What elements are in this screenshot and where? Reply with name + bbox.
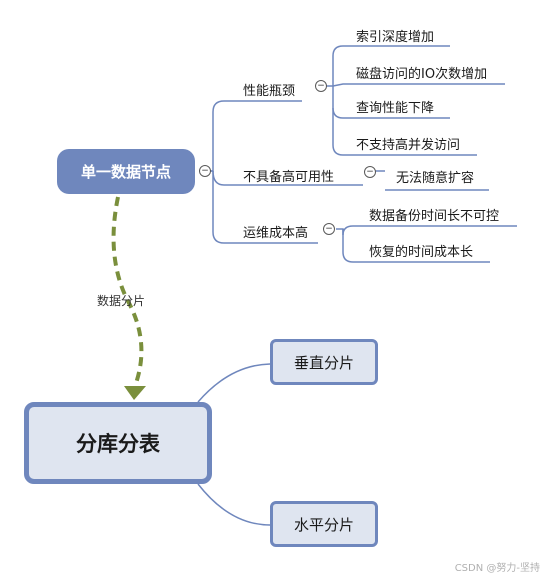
root-label: 单一数据节点 [80, 163, 171, 181]
leaf-disk-io[interactable]: 磁盘访问的IO次数增加 [356, 67, 488, 82]
horizontal-sharding-node[interactable]: 水平分片 [270, 501, 378, 547]
branch-performance[interactable]: 性能瓶颈 [243, 80, 295, 99]
leaf-recovery-cost[interactable]: 恢复的时间成本长 [369, 245, 474, 260]
collapse-root-toggle[interactable]: − [199, 165, 211, 177]
sharding-label: 分库分表 [76, 432, 160, 456]
arrowhead [124, 386, 146, 400]
link-root-to-perf [206, 100, 302, 172]
link-main-to-vertical [197, 363, 271, 403]
collapse-ha-toggle[interactable]: − [364, 166, 376, 178]
watermark: CSDN @努力-坚持 [454, 563, 540, 574]
transition-label: 数据分片 [97, 294, 146, 308]
leaf-query-performance[interactable]: 查询性能下降 [356, 101, 435, 116]
leaf-index-depth[interactable]: 索引深度增加 [356, 30, 435, 45]
root-node[interactable]: 单一数据节点 [57, 149, 195, 194]
branch-ops-label: 运维成本高 [243, 226, 309, 241]
link-perf-leaves [326, 45, 450, 87]
sharding-node[interactable]: 分库分表 [24, 402, 212, 484]
branch-ops-cost[interactable]: 运维成本高 [243, 222, 308, 241]
leaf-backup-time[interactable]: 数据备份时间长不可控 [369, 209, 500, 224]
branch-high-availability[interactable]: 不具备高可用性 [243, 166, 334, 185]
horizontal-sharding-label: 水平分片 [293, 515, 354, 534]
branch-ha-label: 不具备高可用性 [243, 170, 335, 185]
branch-performance-label: 性能瓶颈 [243, 84, 296, 99]
collapse-performance-toggle[interactable]: − [315, 80, 327, 92]
link-main-to-horizontal [197, 483, 271, 526]
vertical-sharding-node[interactable]: 垂直分片 [270, 339, 378, 385]
link-root-to-ops [212, 171, 318, 244]
collapse-ops-toggle[interactable]: − [323, 223, 335, 235]
transition-arrow [111, 196, 144, 387]
leaf-no-concurrency[interactable]: 不支持高并发访问 [356, 138, 461, 153]
vertical-sharding-label: 垂直分片 [293, 353, 354, 372]
leaf-scale[interactable]: 无法随意扩容 [396, 171, 475, 186]
